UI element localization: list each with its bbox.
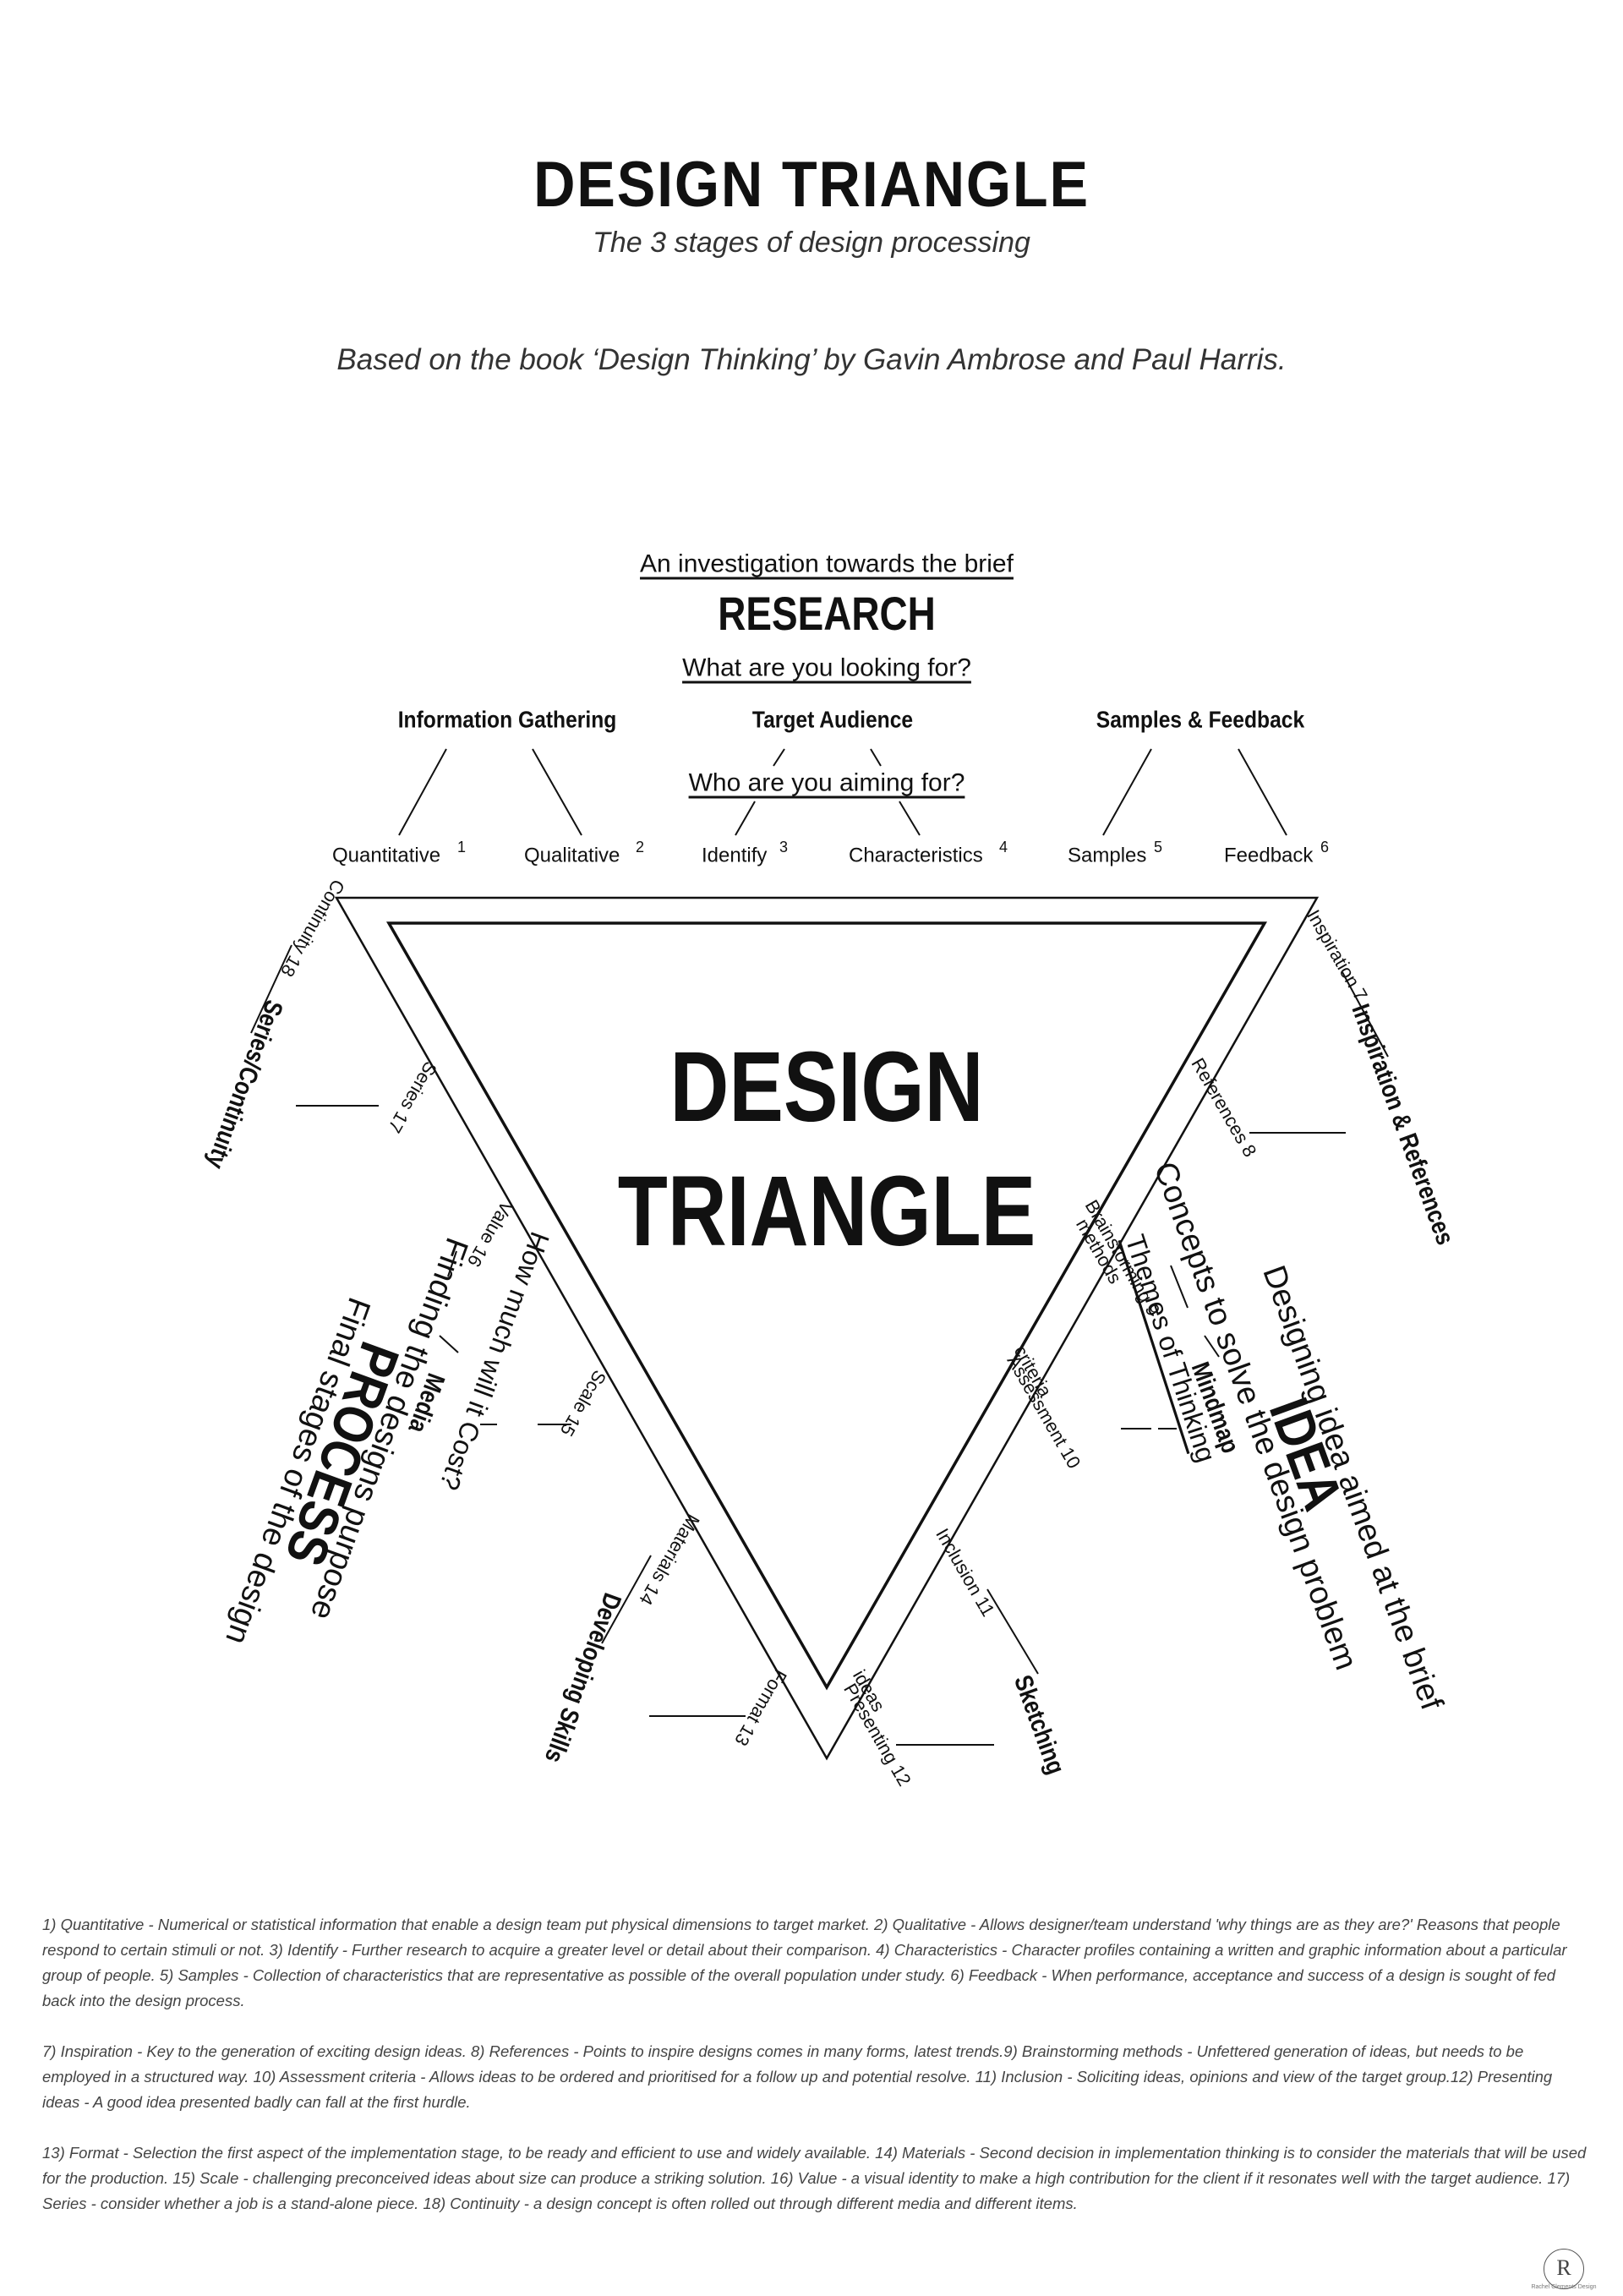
category-samples-feedback: Samples & Feedback	[1096, 706, 1305, 733]
connector-line	[1170, 1265, 1189, 1309]
research-item-feedback: Feedback	[1224, 845, 1314, 867]
brand-logo: R	[1544, 2249, 1584, 2289]
research-item-number: 3	[779, 839, 788, 856]
process-item-materials: Materials 14	[635, 1511, 704, 1609]
category-target-audience: Target Audience	[752, 706, 913, 733]
connector-line	[1204, 1335, 1220, 1358]
research-item-qualitative: Qualitative	[524, 845, 620, 867]
inner-triangle	[385, 921, 1268, 1691]
research-item-number: 4	[999, 839, 1008, 856]
audience-question: Who are you aiming for?	[689, 769, 965, 797]
brand-caption: Rachel Clements Design	[1531, 2284, 1597, 2290]
process-item-format: Format 13	[730, 1665, 791, 1749]
research-tagline: An investigation towards the brief	[640, 550, 1014, 578]
connector-line	[870, 748, 882, 767]
process-item-value: Value 16	[463, 1198, 517, 1271]
footnote-paragraph: 13) Format - Selection the first aspect …	[42, 2144, 1587, 2212]
category-developing-skills: Developing Skills	[539, 1589, 627, 1767]
connector-line	[986, 1588, 1039, 1675]
research-item-characteristics: Characteristics	[849, 845, 983, 867]
connector-line	[899, 801, 921, 836]
research-question: What are you looking for?	[682, 654, 971, 682]
category-information-gathering: Information Gathering	[398, 706, 617, 733]
source-note: Based on the book ‘Design Thinking’ by G…	[336, 343, 1287, 376]
connector-line	[1102, 748, 1152, 836]
category-inspiration-references: Inspiration & References	[1347, 1000, 1460, 1249]
research-item-number: 1	[457, 839, 466, 856]
outer-triangle	[334, 896, 1320, 1761]
connector-line	[735, 801, 756, 836]
research-item-number: 6	[1320, 839, 1329, 856]
research-item-samples: Samples	[1068, 845, 1146, 867]
footnote-paragraph: 7) Inspiration - Key to the generation o…	[42, 2042, 1553, 2111]
idea-item-inclusion: Inclusion 11	[932, 1525, 999, 1621]
connector-line	[532, 748, 582, 836]
connector-line	[1342, 971, 1389, 1058]
research-item-number: 2	[636, 839, 644, 856]
process-item-series: Series 17	[384, 1058, 441, 1137]
connector-line	[250, 944, 292, 1034]
research-item-number: 5	[1154, 839, 1162, 856]
connector-line	[439, 1335, 459, 1353]
research-item-identify: Identify	[702, 845, 767, 867]
connector-line	[601, 1555, 652, 1644]
process-item-continuity: Continuity 18	[276, 876, 349, 981]
category-sketching: Sketching	[1008, 1671, 1070, 1778]
process-item-scale: Scale 15	[556, 1367, 610, 1440]
research-item-quantitative: Quantitative	[332, 845, 440, 867]
connector-line	[398, 748, 447, 836]
footnote-paragraph: 1) Quantitative - Numerical or statistic…	[42, 1916, 1567, 2009]
center-title-line-1: DESIGN	[670, 1030, 984, 1142]
page-title: DESIGN TRIANGLE	[533, 149, 1090, 221]
page-subtitle: The 3 stages of design processing	[593, 227, 1030, 259]
center-title-line-2: TRIANGLE	[618, 1155, 1036, 1266]
category-series-continuity: Series/Continuity	[201, 997, 288, 1173]
research-title: RESEARCH	[718, 588, 936, 640]
connector-line	[773, 748, 785, 767]
footnotes: 1) Quantitative - Numerical or statistic…	[42, 1912, 1589, 2242]
connector-line	[1238, 748, 1287, 836]
idea-item-inspiration: Inspiration 7	[1303, 906, 1372, 1004]
connector-line	[447, 1250, 457, 1277]
